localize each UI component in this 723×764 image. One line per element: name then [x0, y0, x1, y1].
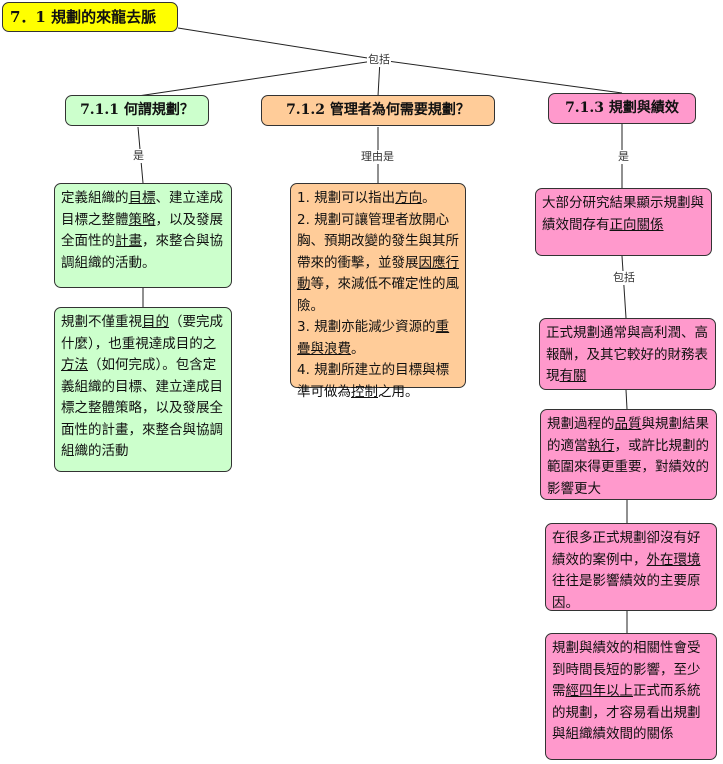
- definition-box: 定義組織的目標、建立達成目標之整體策略，以及發展全面性的計畫，來整合與協調組織的…: [54, 183, 232, 288]
- keyword: 控制: [351, 383, 378, 400]
- purpose-method-box: 規劃不僅重視目的（要完成什麼），也重視達成目的之方法（如何完成）。包含定義組織的…: [54, 307, 232, 472]
- reason-item: 1. 規劃可以指出方向。: [297, 188, 459, 210]
- text-run: （如何完成）。包含定義組織的目標、建立達成目標之整體策略，以及發展全面性的計畫，…: [61, 357, 223, 459]
- includes-label: 包括: [367, 53, 391, 67]
- text-run: 1. 規劃可以指出: [297, 190, 396, 206]
- text-run: 正式規劃通常與高利潤、高報酬，及其它較好的財務表現: [546, 325, 708, 384]
- reason-item: 4. 規劃所建立的目標與標準可做為控制之用。: [297, 360, 459, 403]
- text-run: ，或許比規劃的範圍來得更重要，對績效的影響更大: [547, 437, 709, 497]
- reasons-box: 1. 規劃可以指出方向。2. 規劃可讓管理者放開心胸、預期改變的發生與其所帶來的…: [290, 183, 466, 400]
- text-run: 。: [422, 190, 436, 206]
- planning-quality-box: 規劃過程的品質與規劃結果的適當執行，或許比規劃的範圍來得更重要，對績效的影響更大: [540, 409, 717, 500]
- text-run: 3. 規劃亦能減少資源的: [297, 319, 436, 335]
- external-environment-box: 在很多正式規劃卻沒有好績效的案例中，外在環境往往是影響績效的主要原因。: [545, 523, 717, 611]
- includes-label-right: 包括: [612, 271, 636, 285]
- keyword: 目標: [128, 190, 156, 206]
- reason-item: 2. 規劃可讓管理者放開心胸、預期改變的發生與其所帶來的衝擊，並發展因應行動等，…: [297, 210, 459, 318]
- keyword: 外在環境: [646, 551, 701, 568]
- text-run: 。: [351, 340, 365, 357]
- text-run: 與規劃結果的適當: [547, 416, 709, 454]
- text-run: 4. 規劃所建立的目標與標準可做為: [297, 362, 450, 400]
- keyword: 方法: [61, 357, 88, 373]
- keyword: 因應行動: [297, 254, 459, 293]
- is-label-left: 是: [132, 149, 145, 163]
- keyword: 正向關係: [609, 216, 664, 233]
- keyword: 經四年以上: [565, 683, 634, 699]
- text-run: 定義組織的: [61, 190, 129, 206]
- keyword: 有關: [559, 368, 587, 384]
- keyword: 目的: [142, 314, 169, 330]
- text-run: 在很多正式規劃卻沒有好績效的案例中，: [552, 530, 701, 568]
- text-run: 大部分研究結果顯示規劃與績效間存有: [542, 195, 704, 233]
- keyword: 計畫: [115, 233, 142, 249]
- formal-planning-box: 正式規劃通常與高利潤、高報酬，及其它較好的財務表現有關: [539, 318, 716, 390]
- keyword: 策略: [128, 211, 156, 228]
- heading-what-is-planning: 7.1.1 何謂規劃？: [65, 95, 209, 126]
- keyword: 重疊與浪費: [297, 319, 450, 357]
- text-run: 規劃過程的: [547, 416, 615, 432]
- text-run: 等，來減低不確定性的風險。: [297, 276, 459, 314]
- text-run: ，以及發展全面性的: [61, 211, 223, 250]
- text-run: （要完成什麼），也重視達成目的之: [61, 314, 223, 352]
- page-title: 7．1 規劃的來龍去脈: [2, 2, 178, 32]
- heading-why-plan: 7.1.2 管理者為何需要規劃？: [261, 95, 495, 126]
- keyword: 品質: [614, 416, 642, 432]
- text-run: 規劃與績效的相關性會受到時間長短的影響，至少需: [552, 640, 701, 699]
- is-label-right: 是: [617, 150, 630, 164]
- reason-item: 3. 規劃亦能減少資源的重疊與浪費。: [297, 317, 459, 360]
- text-run: 2. 規劃可讓管理者放開心胸、預期改變的發生與其所帶來的衝擊，並發展: [297, 211, 459, 271]
- reasons-label: 理由是: [360, 150, 395, 164]
- time-horizon-box: 規劃與績效的相關性會受到時間長短的影響，至少需經四年以上正式而系統的規劃，才容易…: [545, 633, 717, 760]
- text-run: 往往是影響績效的主要原因。: [552, 573, 701, 611]
- keyword: 方向: [395, 190, 423, 206]
- text-run: 正式而系統的規劃，才容易看出規劃與組織績效間的關係: [552, 683, 701, 742]
- text-run: 之用。: [378, 383, 419, 400]
- text-run: ，來整合與協調組織的活動。: [61, 233, 223, 271]
- research-result-box: 大部分研究結果顯示規劃與績效間存有正向關係: [535, 188, 712, 256]
- keyword: 執行: [587, 437, 615, 454]
- text-run: 、建立達成目標之整體: [61, 190, 223, 228]
- text-run: 規劃不僅重視: [61, 314, 142, 330]
- heading-planning-performance: 7.1.3 規劃與績效: [548, 93, 696, 124]
